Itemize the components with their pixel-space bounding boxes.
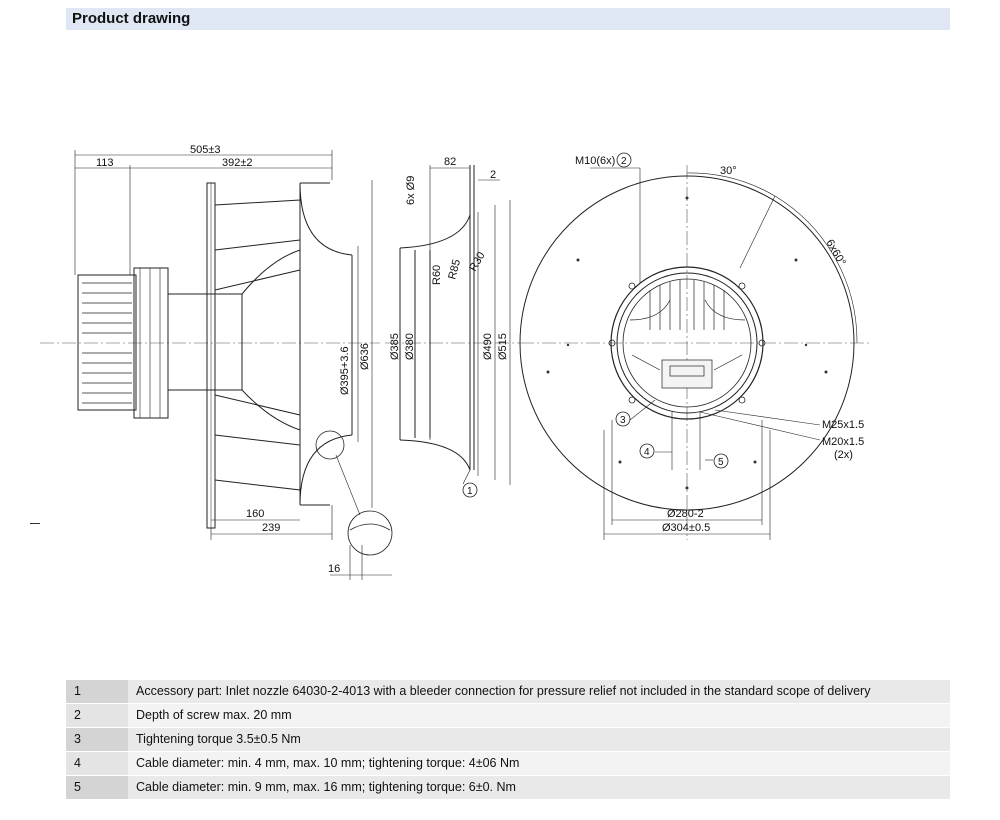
note-text: Depth of screw max. 20 mm — [128, 703, 950, 728]
dim-m20: M20x1.5 — [822, 436, 864, 448]
dim-r85: R85 — [446, 258, 463, 281]
note-number: 4 — [66, 751, 128, 776]
dim-dia-304: Ø304±0.5 — [662, 522, 710, 534]
note-number: 2 — [66, 703, 128, 728]
front-view-labels: M10(6x) 30° 6x60° M25x1.5 M20x1.5 (2x) Ø… — [575, 155, 864, 534]
note-text: Accessory part: Inlet nozzle 64030-2-401… — [128, 680, 950, 704]
margin-tick — [30, 523, 40, 524]
note-text: Tightening torque 3.5±0.5 Nm — [128, 727, 950, 752]
dim-motor-length: 113 — [96, 157, 114, 169]
callout-3: 3 — [620, 415, 626, 426]
note-number: 3 — [66, 727, 128, 752]
section-header: Product drawing — [66, 8, 950, 30]
dim-len-16: 16 — [328, 563, 340, 575]
callout-4: 4 — [644, 447, 650, 458]
dim-width-82: 82 — [444, 156, 456, 168]
table-row: 4 Cable diameter: min. 4 mm, max. 10 mm;… — [66, 751, 950, 776]
nozzle-view-labels: 82 2 6x Ø9 R60 R85 R30 Ø385 Ø380 Ø490 Ø5… — [389, 156, 509, 497]
dim-dia-385: Ø385 — [389, 333, 401, 360]
note-number: 5 — [66, 775, 128, 800]
note-text: Cable diameter: min. 9 mm, max. 16 mm; t… — [128, 775, 950, 800]
dim-dia-380: Ø380 — [404, 333, 416, 360]
note-number: 1 — [66, 680, 128, 704]
dim-dia-490: Ø490 — [482, 333, 494, 360]
callout-1: 1 — [467, 486, 473, 497]
callout-2: 2 — [621, 156, 627, 167]
nozzle-view — [385, 165, 520, 498]
dim-m25: M25x1.5 — [822, 419, 864, 431]
dim-impeller-length: 392±2 — [222, 157, 253, 169]
technical-drawing: 505±3 113 392±2 Ø395+3.6 Ø636 160 239 16… — [40, 144, 870, 580]
dim-dia-636: Ø636 — [359, 343, 371, 370]
table-row: 2 Depth of screw max. 20 mm — [66, 703, 950, 728]
table-row: 5 Cable diameter: min. 9 mm, max. 16 mm;… — [66, 775, 950, 800]
front-view — [519, 152, 870, 540]
dim-holes: 6x Ø9 — [405, 176, 417, 205]
dim-len-239: 239 — [262, 522, 280, 534]
notes-table: 1 Accessory part: Inlet nozzle 64030-2-4… — [66, 680, 950, 800]
table-row: 3 Tightening torque 3.5±0.5 Nm — [66, 727, 950, 752]
dim-angle-30: 30° — [720, 165, 737, 177]
section-title: Product drawing — [72, 10, 191, 27]
dim-overall-length: 505±3 — [190, 144, 221, 156]
dim-dia-395: Ø395+3.6 — [339, 346, 351, 395]
note-text: Cable diameter: min. 4 mm, max. 10 mm; t… — [128, 751, 950, 776]
table-row: 1 Accessory part: Inlet nozzle 64030-2-4… — [66, 680, 950, 704]
dim-dia-515: Ø515 — [497, 333, 509, 360]
dim-m20-count: (2x) — [834, 449, 853, 461]
dim-dia-280: Ø280-2 — [667, 508, 704, 520]
dim-thread-m10: M10(6x) — [575, 155, 615, 167]
dim-len-160: 160 — [246, 508, 264, 520]
side-view — [40, 150, 393, 580]
dim-r60: R60 — [431, 265, 443, 285]
dim-gap-2: 2 — [490, 169, 496, 181]
callout-5: 5 — [718, 457, 724, 468]
side-view-labels: 505±3 113 392±2 Ø395+3.6 Ø636 160 239 16 — [96, 144, 371, 575]
